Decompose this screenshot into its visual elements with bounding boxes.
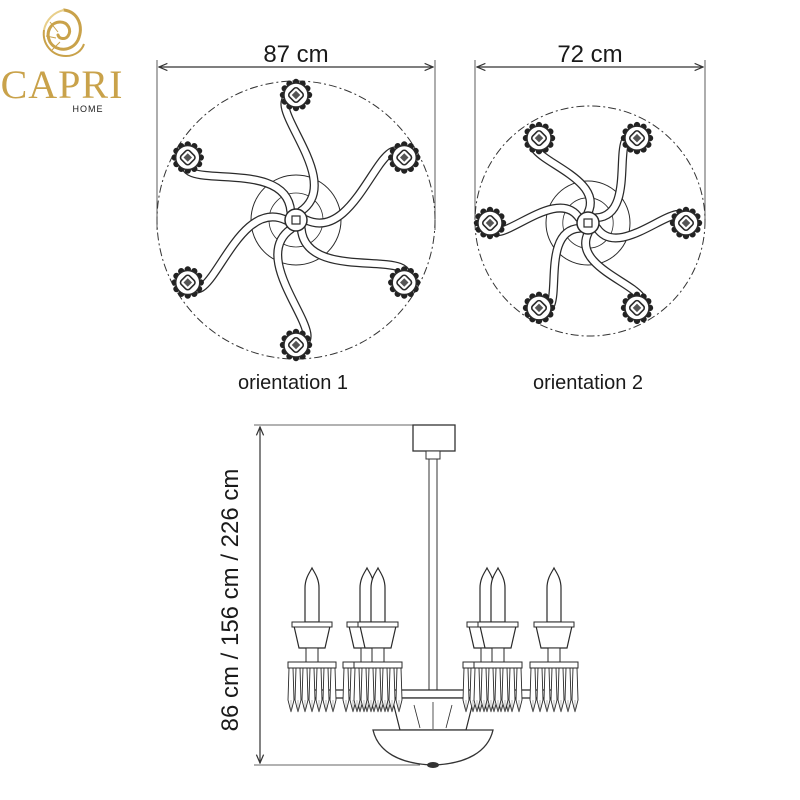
arm-outline-1-4 xyxy=(183,212,291,294)
width-label-2: 72 cm xyxy=(557,41,622,68)
elevation-view: 86 cm / 156 cm / 226 cm xyxy=(217,424,579,768)
candle-head-1-2 xyxy=(388,266,421,299)
suspension-rod xyxy=(428,450,438,692)
ceiling-rose-2 xyxy=(545,180,631,266)
brand-logo: CAPRI HOME xyxy=(1,8,124,114)
candle-head-1-1 xyxy=(388,141,421,174)
candle-assembly-0 xyxy=(287,566,337,713)
candle-head-1-5 xyxy=(171,141,204,174)
arm-1-4 xyxy=(184,213,290,293)
elevation-body xyxy=(287,566,579,731)
orientation-2-view: 72 cm orientation 2 xyxy=(473,41,706,394)
arm-outline-1-1 xyxy=(301,146,409,228)
candle-head-2-4 xyxy=(522,291,556,325)
candle-head-1-4 xyxy=(171,266,204,299)
crystal-bowl xyxy=(372,729,494,766)
outline-circle-1 xyxy=(156,80,436,360)
candle-head-2-0 xyxy=(522,121,556,155)
rod-collar xyxy=(425,450,441,460)
height-label: 86 cm / 156 cm / 226 cm xyxy=(217,469,244,732)
orientation-1-label: orientation 1 xyxy=(238,372,348,394)
outline-circle-2 xyxy=(474,105,706,337)
candle-head-1-0 xyxy=(279,78,313,112)
candle-assembly-5 xyxy=(529,566,579,713)
candle-assembly-2 xyxy=(353,566,403,713)
bowl-finial xyxy=(427,762,439,768)
candle-head-1-3 xyxy=(279,328,313,362)
height-dimension: 86 cm / 156 cm / 226 cm xyxy=(217,424,430,766)
ceiling-canopy xyxy=(412,424,456,452)
width-label-1: 87 cm xyxy=(263,41,328,68)
arm-1-1 xyxy=(302,147,408,227)
candle-assembly-4 xyxy=(473,566,523,713)
nautilus-shell-icon xyxy=(42,8,85,58)
plan-arms-1 xyxy=(171,78,421,362)
plan-arms-2 xyxy=(473,121,703,325)
width-dimension-1: 87 cm xyxy=(156,41,436,230)
center-square-2 xyxy=(583,218,593,228)
center-square-1 xyxy=(291,215,301,225)
width-dimension-2: 72 cm xyxy=(474,41,706,220)
candle-head-2-3 xyxy=(620,291,654,325)
orientation-2-label: orientation 2 xyxy=(533,372,643,394)
candle-head-2-2 xyxy=(669,206,703,240)
candle-head-2-5 xyxy=(473,206,507,240)
brand-name: CAPRI xyxy=(1,62,124,107)
candle-head-2-1 xyxy=(620,121,654,155)
brand-subtitle: HOME xyxy=(73,104,104,114)
orientation-1-view: 87 cm orientation 1 xyxy=(156,41,436,394)
